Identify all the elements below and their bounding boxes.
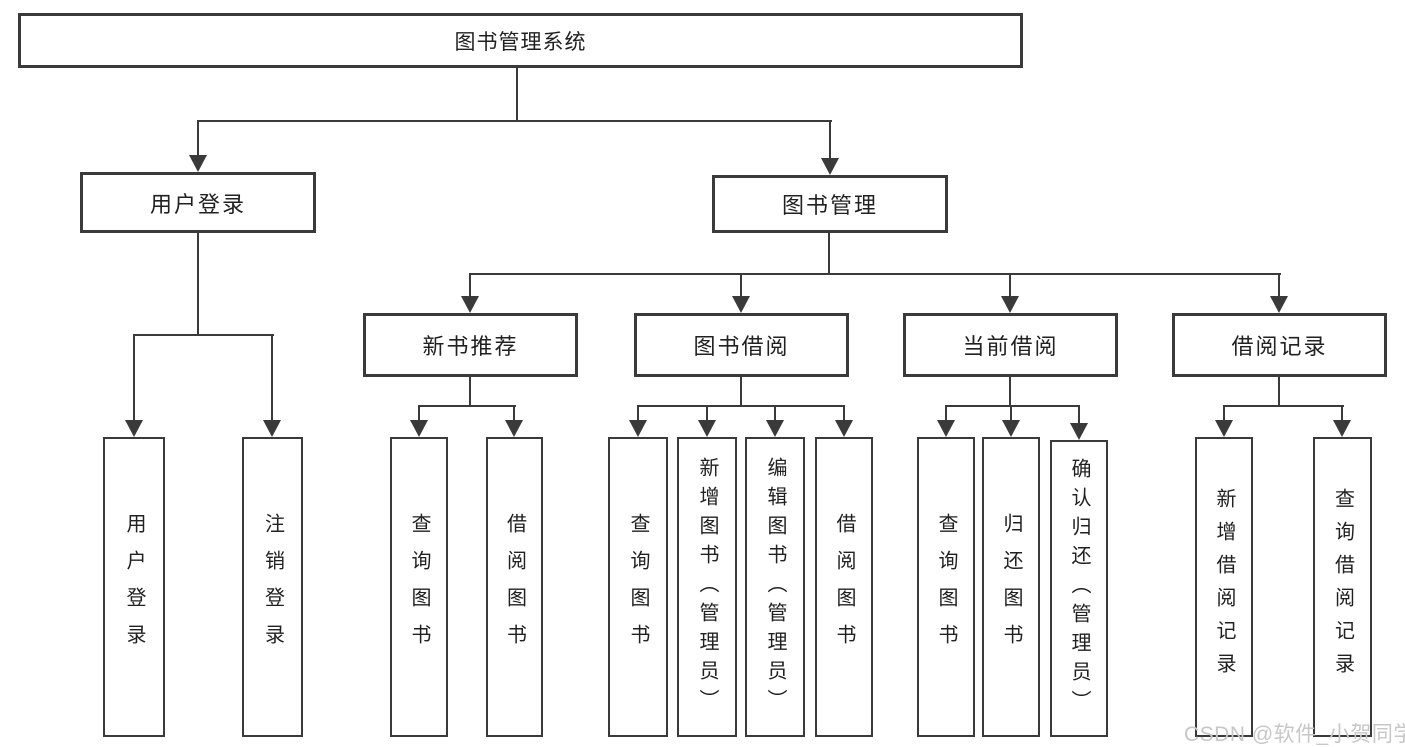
connector-line [418, 405, 420, 421]
node-label: 图书管理系统 [454, 30, 587, 54]
leaf-add-book-admin: 新增图书（管理员） [677, 437, 737, 737]
arrowhead-down [1002, 420, 1020, 437]
leaf-borrow-books-2: 借阅图书 [815, 437, 873, 737]
connector-line [637, 405, 639, 421]
connector-line [740, 375, 742, 407]
arrowhead-down [410, 420, 428, 437]
connector-line [1278, 375, 1280, 407]
connector-line [828, 231, 830, 275]
connector-line [829, 120, 831, 161]
connector-line [1278, 273, 1280, 298]
arrowhead-down [698, 420, 716, 437]
connector-line [706, 405, 708, 421]
arrowhead-down [1001, 296, 1019, 313]
leaf-add-borrow-record: 新增借阅记录 [1195, 437, 1253, 737]
arrowhead-down [821, 158, 839, 175]
connector-line [271, 334, 273, 420]
leaf-query-borrow-record: 查询借阅记录 [1313, 437, 1372, 737]
arrowhead-down [189, 155, 207, 172]
connector-line [197, 231, 199, 336]
node-library-management-system: 图书管理系统 [18, 13, 1023, 68]
connector-line [469, 375, 471, 407]
arrowhead-down [766, 420, 784, 437]
leaf-label: 新增图书（管理员） [696, 456, 718, 718]
leaf-label: 查询图书 [408, 513, 430, 661]
leaf-label: 确认归还（管理员） [1068, 458, 1090, 719]
node-label: 借阅记录 [1231, 334, 1328, 359]
connector-line [197, 120, 199, 158]
leaf-return-books: 归还图书 [982, 437, 1040, 737]
connector-line [1223, 405, 1344, 407]
connector-line [469, 273, 471, 298]
leaf-label: 注销登录 [261, 513, 284, 661]
arrowhead-down [263, 420, 281, 437]
connector-line [469, 273, 1281, 275]
arrowhead-down [629, 420, 647, 437]
leaf-label: 查询图书 [627, 513, 649, 661]
node-label: 当前借阅 [962, 334, 1059, 359]
arrowhead-down [1070, 423, 1088, 440]
node-book-management: 图书管理 [712, 175, 948, 233]
connector-line [945, 405, 1080, 407]
node-borrowing-records: 借阅记录 [1172, 313, 1387, 377]
leaf-query-books-2: 查询图书 [608, 437, 668, 737]
arrowhead-down [125, 420, 143, 437]
connector-line [1341, 405, 1343, 421]
leaf-user-login: 用户登录 [103, 437, 165, 737]
leaf-label: 借阅图书 [503, 513, 526, 661]
node-user-login: 用户登录 [80, 172, 316, 233]
arrowhead-down [505, 420, 523, 437]
connector-line [133, 334, 135, 420]
connector-line [843, 405, 845, 421]
arrowhead-down [732, 296, 750, 313]
connector-line [740, 273, 742, 298]
connector-line [133, 334, 274, 336]
leaf-label: 借阅图书 [833, 513, 855, 661]
connector-line [197, 120, 832, 122]
connector-line [1078, 405, 1080, 424]
node-current-borrowing: 当前借阅 [903, 313, 1118, 377]
arrowhead-down [1215, 420, 1233, 437]
connector-line [1009, 273, 1011, 298]
node-label: 用户登录 [149, 191, 246, 217]
arrowhead-down [835, 420, 853, 437]
leaf-label: 新增借阅记录 [1213, 488, 1235, 686]
connector-line [945, 405, 947, 421]
node-label: 图书管理 [781, 193, 878, 218]
node-label: 图书借阅 [693, 334, 790, 359]
leaf-label: 归还图书 [1000, 513, 1022, 661]
leaf-borrow-books: 借阅图书 [486, 437, 543, 737]
node-label: 新书推荐 [422, 334, 519, 359]
leaf-edit-book-admin: 编辑图书（管理员） [745, 437, 805, 737]
node-book-borrowing: 图书借阅 [634, 313, 849, 377]
connector-line [1223, 405, 1225, 421]
connector-line [774, 405, 776, 421]
leaf-query-books-3: 查询图书 [917, 437, 975, 737]
connector-line [516, 66, 518, 120]
leaf-logout: 注销登录 [242, 437, 303, 737]
leaf-label: 查询图书 [935, 513, 957, 661]
leaf-label: 编辑图书（管理员） [764, 456, 786, 718]
arrowhead-down [461, 296, 479, 313]
node-new-book-recommend: 新书推荐 [363, 313, 578, 377]
connector-line [513, 405, 515, 421]
arrowhead-down [1333, 420, 1351, 437]
leaf-label: 用户登录 [123, 513, 145, 661]
arrowhead-down [1270, 296, 1288, 313]
leaf-confirm-return-admin: 确认归还（管理员） [1050, 440, 1108, 737]
connector-line [1010, 405, 1012, 421]
connector-line [1009, 375, 1011, 407]
connector-line [418, 405, 516, 407]
leaf-label: 查询借阅记录 [1331, 488, 1354, 686]
connector-line [637, 405, 845, 407]
arrowhead-down [937, 420, 955, 437]
leaf-query-books: 查询图书 [390, 437, 448, 737]
